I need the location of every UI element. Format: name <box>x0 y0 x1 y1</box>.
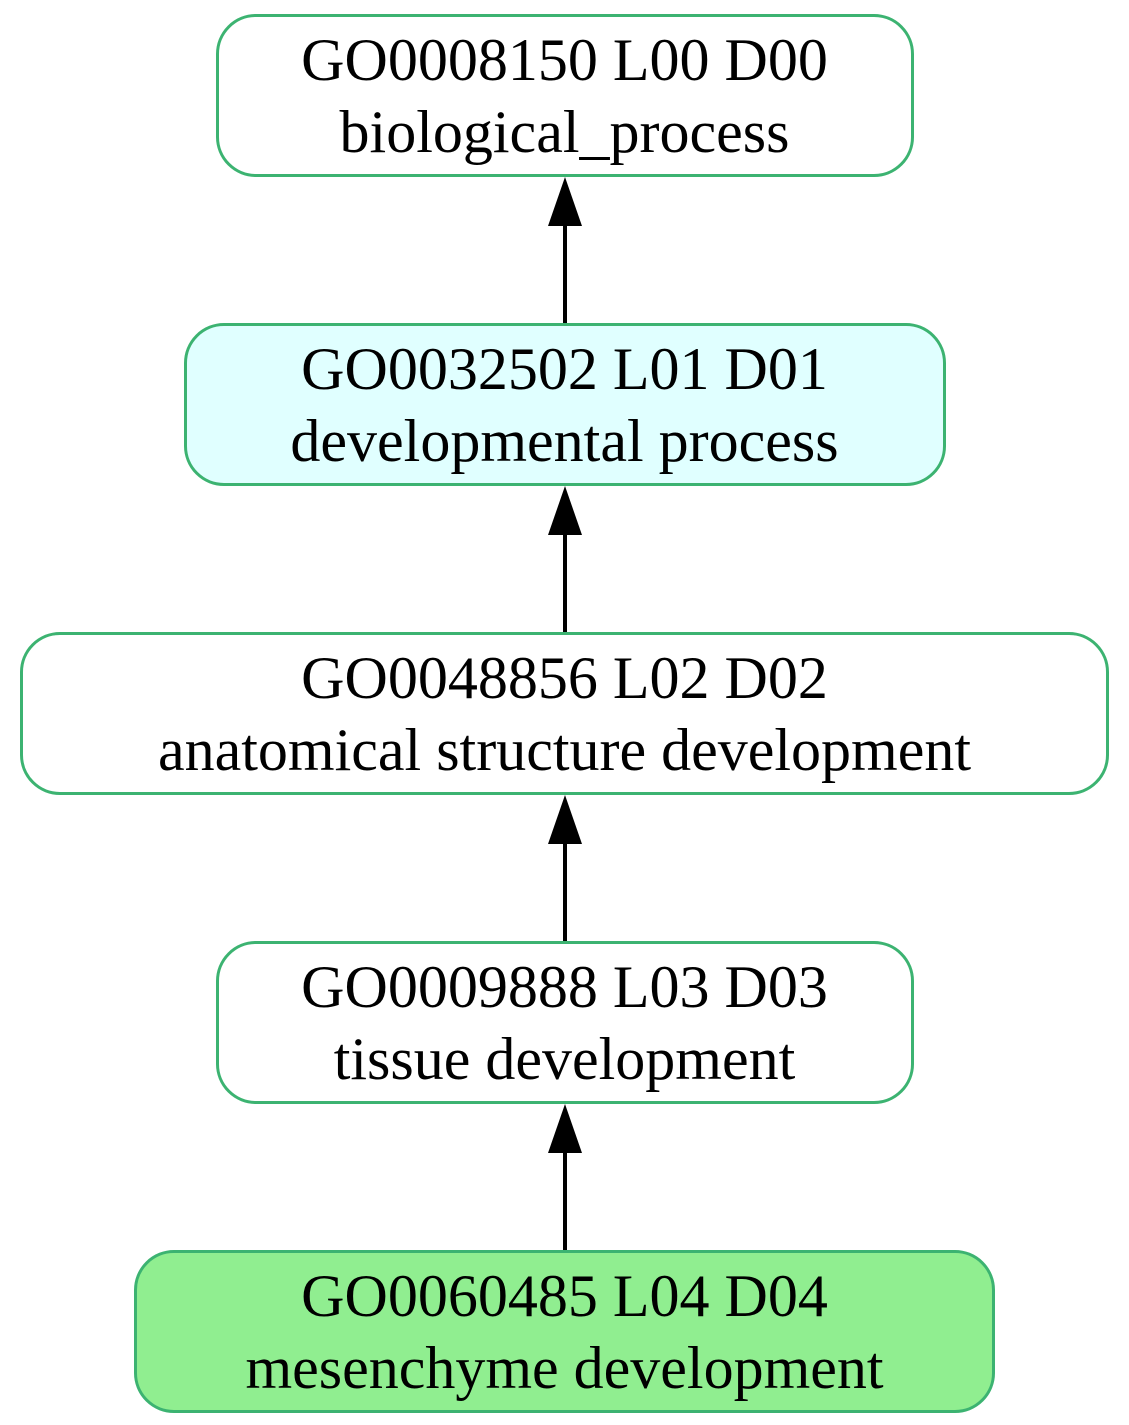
node-id-label: GO0032502 L01 D01 <box>301 335 828 402</box>
node-go0032502: GO0032502 L01 D01 developmental process <box>183 323 946 486</box>
node-term-label: anatomical structure development <box>157 716 972 783</box>
node-go0008150: GO0008150 L00 D00 biological_process <box>215 14 914 177</box>
edge-arrow-go0048856-to-go0032502 <box>547 486 582 632</box>
node-go0048856: GO0048856 L02 D02 anatomical structure d… <box>20 632 1109 795</box>
node-term-label: tissue development <box>333 1025 796 1092</box>
node-term-label: mesenchyme development <box>245 1334 884 1401</box>
node-id-label: GO0060485 L04 D04 <box>301 1262 828 1329</box>
node-term-label: biological_process <box>339 98 790 165</box>
node-go0009888: GO0009888 L03 D03 tissue development <box>215 941 914 1104</box>
node-id-label: GO0008150 L00 D00 <box>301 26 828 93</box>
edge-arrow-go0060485-to-go0009888 <box>547 1104 582 1250</box>
node-term-label: developmental process <box>290 407 839 474</box>
node-id-label: GO0048856 L02 D02 <box>301 644 828 711</box>
edge-arrow-go0009888-to-go0048856 <box>547 795 582 941</box>
node-id-label: GO0009888 L03 D03 <box>301 953 828 1020</box>
node-go0060485: GO0060485 L04 D04 mesenchyme development <box>134 1250 995 1413</box>
edge-arrow-go0032502-to-go0008150 <box>547 177 582 323</box>
